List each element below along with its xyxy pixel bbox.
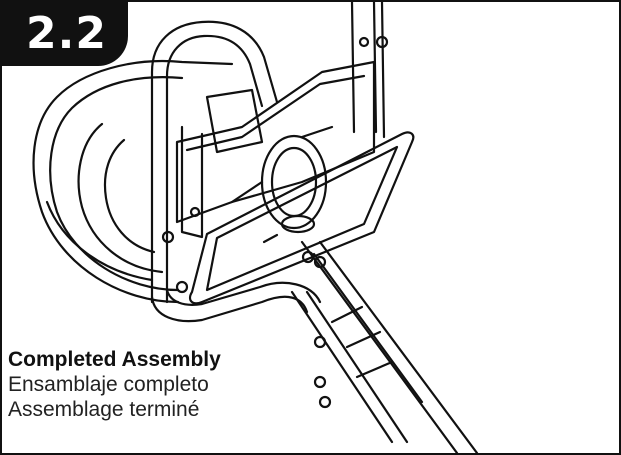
step-number-badge: 2.2 (2, 2, 128, 66)
caption-english: Completed Assembly (8, 348, 221, 371)
caption-spanish: Ensamblaje completo (8, 373, 209, 396)
caption-french: Assemblage terminé (8, 398, 200, 421)
caption-block: Completed Assembly Ensamblaje completo A… (7, 345, 229, 424)
